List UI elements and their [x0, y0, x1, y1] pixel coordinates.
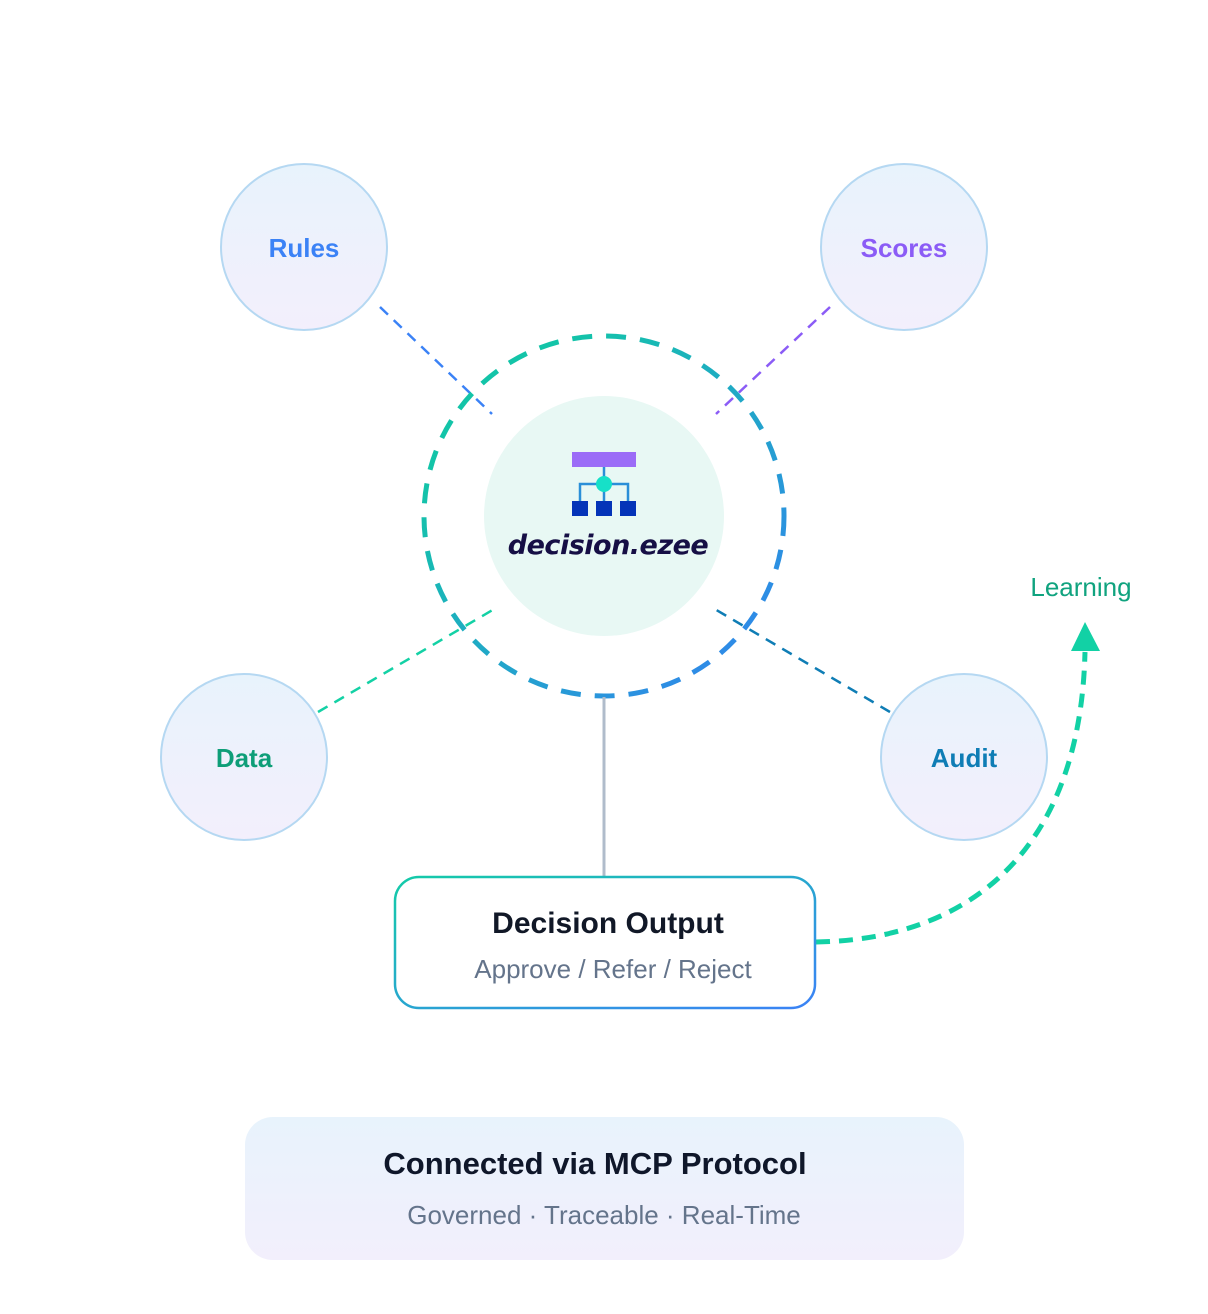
mcp-title: Connected via MCP Protocol [383, 1146, 806, 1181]
satellite-rules[interactable]: Rules [220, 163, 388, 331]
satellite-label-scores: Scores [861, 233, 948, 263]
connector-rules [379, 306, 493, 415]
connector-scores [715, 306, 831, 415]
decision-output-options: Approve / Refer / Reject [474, 954, 752, 984]
mcp-protocol-card: Connected via MCP Protocol Governed · Tr… [245, 1117, 964, 1260]
satellite-audit[interactable]: Audit [880, 673, 1048, 841]
hub-dashed-ring [421, 333, 787, 699]
decision-tree-icon [572, 452, 636, 516]
learning-loop-path [815, 651, 1088, 945]
satellite-label-audit: Audit [931, 743, 998, 773]
satellite-label-rules: Rules [269, 233, 340, 263]
connector-audit [712, 606, 891, 714]
learning-arrow-icon [1071, 622, 1100, 651]
connector-data [317, 606, 497, 714]
satellite-data[interactable]: Data [160, 673, 328, 841]
decision-output-title: Decision Output [492, 907, 724, 940]
satellite-scores[interactable]: Scores [820, 163, 988, 331]
satellite-label-data: Data [216, 743, 273, 773]
learning-label: Learning [1030, 572, 1131, 602]
mcp-subtitle: Governed · Traceable · Real-Time [407, 1200, 801, 1230]
decision-output-box[interactable]: Decision Output Approve / Refer / Reject [393, 875, 817, 1010]
brand-name: decision.ezee [508, 530, 709, 561]
